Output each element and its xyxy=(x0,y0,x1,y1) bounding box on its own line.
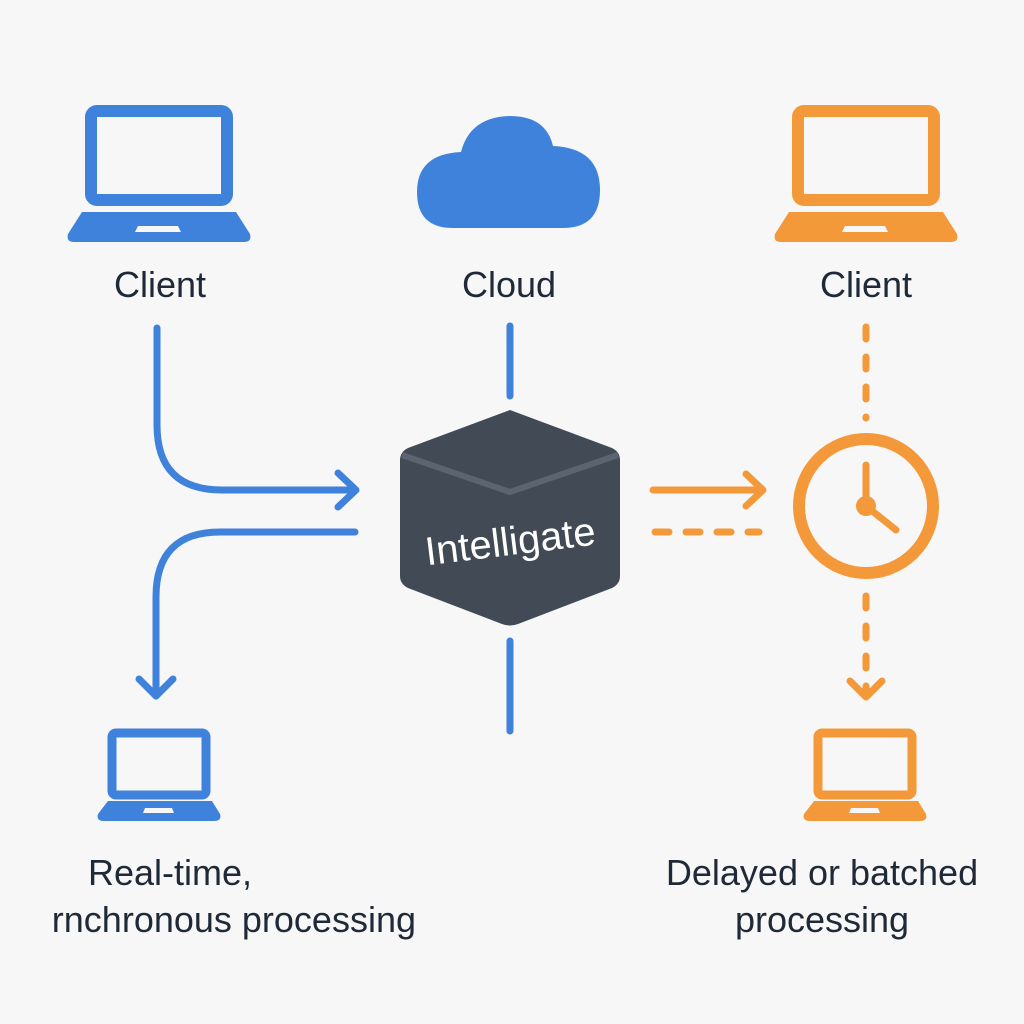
client-right-node: Client xyxy=(774,105,958,305)
laptop-icon xyxy=(97,728,221,821)
intelligate-hub: Intelligate xyxy=(400,410,620,626)
laptop-icon xyxy=(803,728,927,821)
client-left-label: Client xyxy=(114,264,206,305)
hub-to-timer-arrow xyxy=(649,470,767,510)
sync-output-label-line1: Real-time, xyxy=(88,852,252,893)
async-output-node: Delayed or batched processing xyxy=(666,728,978,940)
timer-to-async-output-arrow xyxy=(846,592,886,701)
sync-output-node: Real-time, rnchronous processing xyxy=(52,728,416,940)
clock-icon xyxy=(793,433,939,579)
async-output-label-line2: processing xyxy=(735,899,909,940)
cube-icon xyxy=(400,410,620,626)
cloud-node: Cloud xyxy=(417,116,600,305)
laptop-icon xyxy=(774,105,958,242)
hub-to-sync-output-arrow xyxy=(135,528,359,700)
async-output-label-line1: Delayed or batched xyxy=(666,852,978,893)
client-left-node: Client xyxy=(67,105,251,305)
client-right-label: Client xyxy=(820,264,912,305)
cloud-icon xyxy=(417,116,600,228)
sync-output-label-line2: rnchronous processing xyxy=(52,899,416,940)
laptop-icon xyxy=(67,105,251,242)
client-to-hub-arrow xyxy=(153,324,360,511)
cloud-label: Cloud xyxy=(462,264,556,305)
